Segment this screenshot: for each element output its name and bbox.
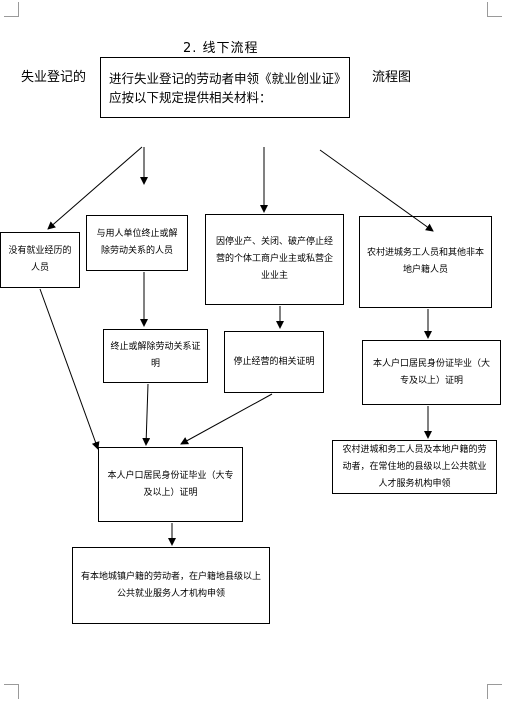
arrow-main-to-rural — [319, 149, 434, 232]
page-corner-mark — [487, 2, 502, 17]
terminated-employment-text: 与用人单位终止或解除劳动关系的人员 — [96, 229, 178, 256]
id-certificate-center-text: 本人户口居民身份证毕业（大专及以上）证明 — [107, 470, 234, 498]
diagram-title: 2. 线下流程 — [183, 41, 259, 56]
stop-business-certificate-box: 停止经营的相关证明 — [224, 331, 324, 393]
local-apply-box: 有本地城镇户籍的劳动者，在户籍地县级以上公共就业服务人才机构申领 — [72, 547, 270, 624]
termination-certificate-text: 终止或解除劳动关系证明 — [110, 342, 201, 369]
no-work-experience-text: 没有就业经历的人员 — [8, 246, 72, 273]
local-apply-text: 有本地城镇户籍的劳动者，在户籍地县级以上公共就业服务人才机构申领 — [80, 571, 261, 599]
arrow-main-to-no-experience — [47, 146, 143, 230]
terminated-employment-box: 与用人单位终止或解除劳动关系的人员 — [86, 215, 188, 271]
rural-apply-box: 农村进城和务工人员及本地户籍的劳动者，在常住地的县级以上公共就业人才服务机构申领 — [332, 440, 497, 494]
page-corner-mark — [4, 2, 19, 17]
rural-migrant-text: 农村进城务工人员和其他非本地户籍人员 — [366, 248, 484, 275]
side-label-right: 流程图 — [372, 70, 412, 85]
id-certificate-right-box: 本人户口居民身份证毕业（大专及以上）证明 — [362, 340, 501, 405]
arrow-termination-cert-to-id — [142, 383, 151, 446]
no-work-experience-box: 没有就业经历的人员 — [0, 232, 80, 288]
id-certificate-center-box: 本人户口居民身份证毕业（大专及以上）证明 — [98, 447, 243, 522]
stop-business-certificate-text: 停止经营的相关证明 — [233, 356, 315, 367]
side-label-left: 失业登记的 — [21, 70, 87, 85]
page-corner-mark — [4, 684, 19, 699]
business-stopped-box: 因停业产、关闭、破产停止经营的个体工商户业主或私营企业业主 — [205, 214, 344, 305]
arrow-no-experience-to-id — [39, 288, 100, 450]
main-requirement-text: 进行失业登记的劳动者申领《就业创业证》应按以下规定提供相关材料： — [109, 70, 341, 105]
id-certificate-right-text: 本人户口居民身份证毕业（大专及以上）证明 — [372, 358, 490, 386]
termination-certificate-box: 终止或解除劳动关系证明 — [103, 329, 208, 383]
page-corner-mark — [487, 684, 502, 699]
main-requirement-box: 进行失业登记的劳动者申领《就业创业证》应按以下规定提供相关材料： — [100, 57, 350, 118]
business-stopped-text: 因停业产、关闭、破产停止经营的个体工商户业主或私营企业业主 — [215, 237, 333, 281]
arrow-stop-cert-to-id — [180, 393, 273, 445]
rural-apply-text: 农村进城和务工人员及本地户籍的劳动者，在常住地的县级以上公共就业人才服务机构申领 — [342, 444, 487, 489]
rural-migrant-box: 农村进城务工人员和其他非本地户籍人员 — [359, 216, 492, 308]
